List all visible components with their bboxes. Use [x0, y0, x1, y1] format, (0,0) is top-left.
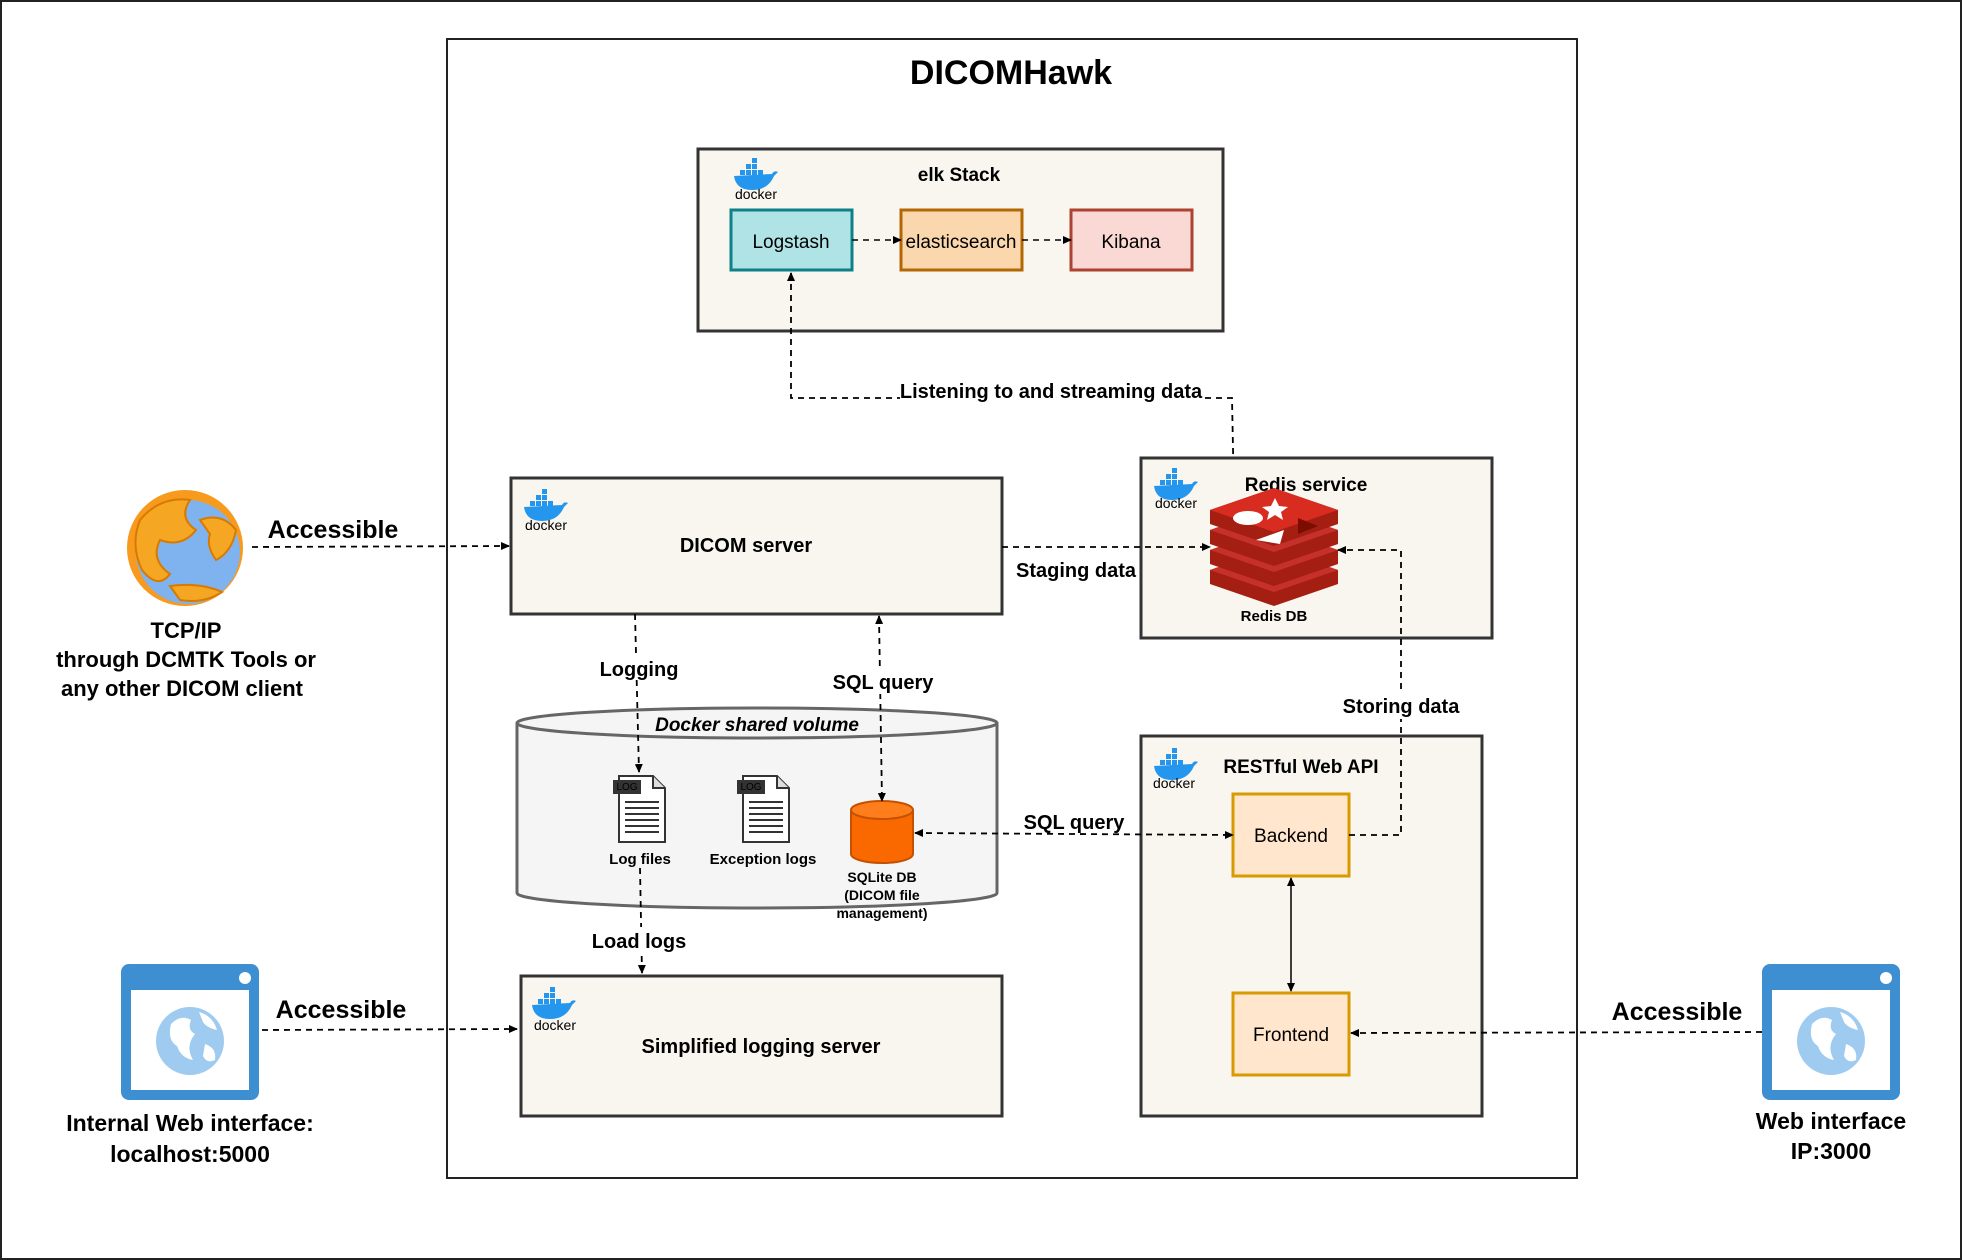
redis-icon — [1210, 488, 1338, 606]
diagram-title: DICOMHawk — [910, 54, 1112, 92]
web-interface-icon — [1762, 964, 1900, 1100]
edge-label-listening: Listening to and streaming data — [900, 381, 1203, 403]
edge-accessible-web — [1350, 1028, 1763, 1037]
sqlite-label-1: SQLite DB — [847, 869, 916, 885]
edge-label-sql-1: SQL query — [833, 672, 935, 694]
edge-accessible-tcp — [251, 542, 510, 551]
frontend-box — [1231, 991, 1351, 1077]
edge-label-bg — [1340, 693, 1462, 719]
tcp-client-line-1: TCP/IP — [151, 618, 222, 643]
elasticsearch-box — [899, 208, 1024, 272]
globe-icon — [127, 490, 243, 606]
web-interface-line-2: IP:3000 — [1791, 1138, 1872, 1164]
edge-label-bg — [830, 670, 936, 694]
logging-server-box — [519, 974, 1004, 1118]
edge-label-bg — [588, 927, 692, 951]
logging-server-label: Simplified logging server — [642, 1036, 881, 1058]
edge-logging — [634, 613, 643, 773]
sqlite-db-icon — [850, 800, 914, 864]
edge-label-accessible-2: Accessible — [276, 996, 407, 1024]
tcp-client-line-2: through DCMTK Tools or — [56, 647, 316, 672]
log-files-label: Log files — [609, 851, 671, 868]
logstash-label: Logstash — [752, 232, 829, 253]
redis-db-label: Redis DB — [1241, 608, 1308, 625]
docker-label: docker — [1153, 775, 1195, 791]
edge-label-bg — [900, 380, 1202, 406]
edge-label-sql-2: SQL query — [1024, 812, 1126, 834]
log-badge: LOG — [616, 782, 637, 793]
tcp-client-line-3: any other DICOM client — [61, 676, 304, 701]
docker-label: docker — [534, 1017, 576, 1033]
edge-label-accessible-1: Accessible — [268, 516, 399, 544]
log-badge: LOG — [740, 782, 761, 793]
backend-box — [1231, 792, 1351, 878]
internal-web-line-1: Internal Web interface: — [66, 1110, 314, 1136]
edge-label-storing: Storing data — [1343, 696, 1461, 718]
internal-web-line-2: localhost:5000 — [110, 1141, 270, 1167]
edge-label-bg — [598, 656, 682, 680]
volume-title: Docker shared volume — [655, 715, 859, 736]
frontend-label: Frontend — [1253, 1025, 1329, 1046]
edge-accessible-internal — [261, 1025, 518, 1034]
edge-label-load-logs: Load logs — [592, 931, 686, 953]
elk-stack-title: elk Stack — [918, 165, 1001, 186]
dicom-server-label: DICOM server — [680, 535, 812, 557]
edge-label-staging: Staging data — [1016, 560, 1137, 582]
internal-web-interface-icon — [121, 964, 259, 1100]
dicom-server-box — [509, 476, 1004, 616]
backend-label: Backend — [1254, 826, 1328, 847]
exception-logs-label: Exception logs — [710, 851, 817, 868]
sqlite-label-2: (DICOM file — [844, 887, 920, 903]
restful-api-title: RESTful Web API — [1223, 757, 1378, 778]
edge-label-accessible-3: Accessible — [1612, 998, 1743, 1026]
docker-label: docker — [525, 517, 567, 533]
edge-sql-query-backend — [914, 829, 1234, 839]
sqlite-label-3: management) — [836, 905, 927, 921]
docker-label: docker — [1155, 495, 1197, 511]
web-interface-line-1: Web interface — [1756, 1108, 1906, 1134]
elasticsearch-label: elasticsearch — [906, 232, 1017, 253]
edge-label-logging: Logging — [600, 659, 679, 681]
edge-sql-query-dicom — [875, 615, 886, 802]
docker-label: docker — [735, 186, 777, 202]
edge-storing-data — [1337, 546, 1402, 836]
kibana-label: Kibana — [1101, 232, 1161, 253]
